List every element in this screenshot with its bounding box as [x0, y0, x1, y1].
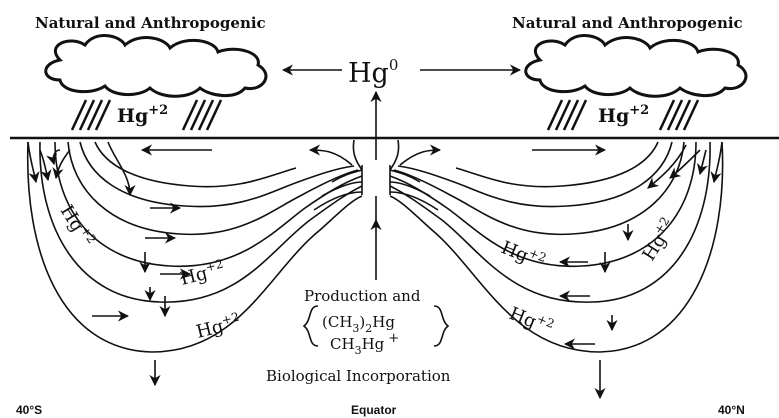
hg2-atmos-right: Hg+2 — [598, 103, 649, 127]
hg0-label: Hg0 — [348, 56, 398, 89]
hg2-label-3: Hg+2 — [194, 310, 243, 343]
hg2-label-6: Hg+2 — [637, 214, 680, 264]
source-label-right: Natural and Anthropogenic — [512, 14, 743, 32]
hg2-label-4: Hg+2 — [498, 235, 548, 273]
hg2-atmos-left: Hg+2 — [117, 103, 168, 127]
cloud-left — [46, 36, 266, 97]
lat-label-right: 40°N — [718, 403, 745, 417]
production-label: Production and — [304, 287, 421, 305]
source-label-left: Natural and Anthropogenic — [35, 14, 266, 32]
hg2-label-5: Hg+2 — [506, 301, 556, 339]
hg2-label-2: Hg+2 — [178, 257, 227, 290]
cloud-right — [526, 36, 746, 97]
biological-incorporation-label: Biological Incorporation — [266, 367, 451, 385]
lat-label-center: Equator — [351, 403, 397, 417]
equatorial-divergence — [310, 140, 440, 280]
lat-label-left: 40°S — [16, 403, 42, 417]
